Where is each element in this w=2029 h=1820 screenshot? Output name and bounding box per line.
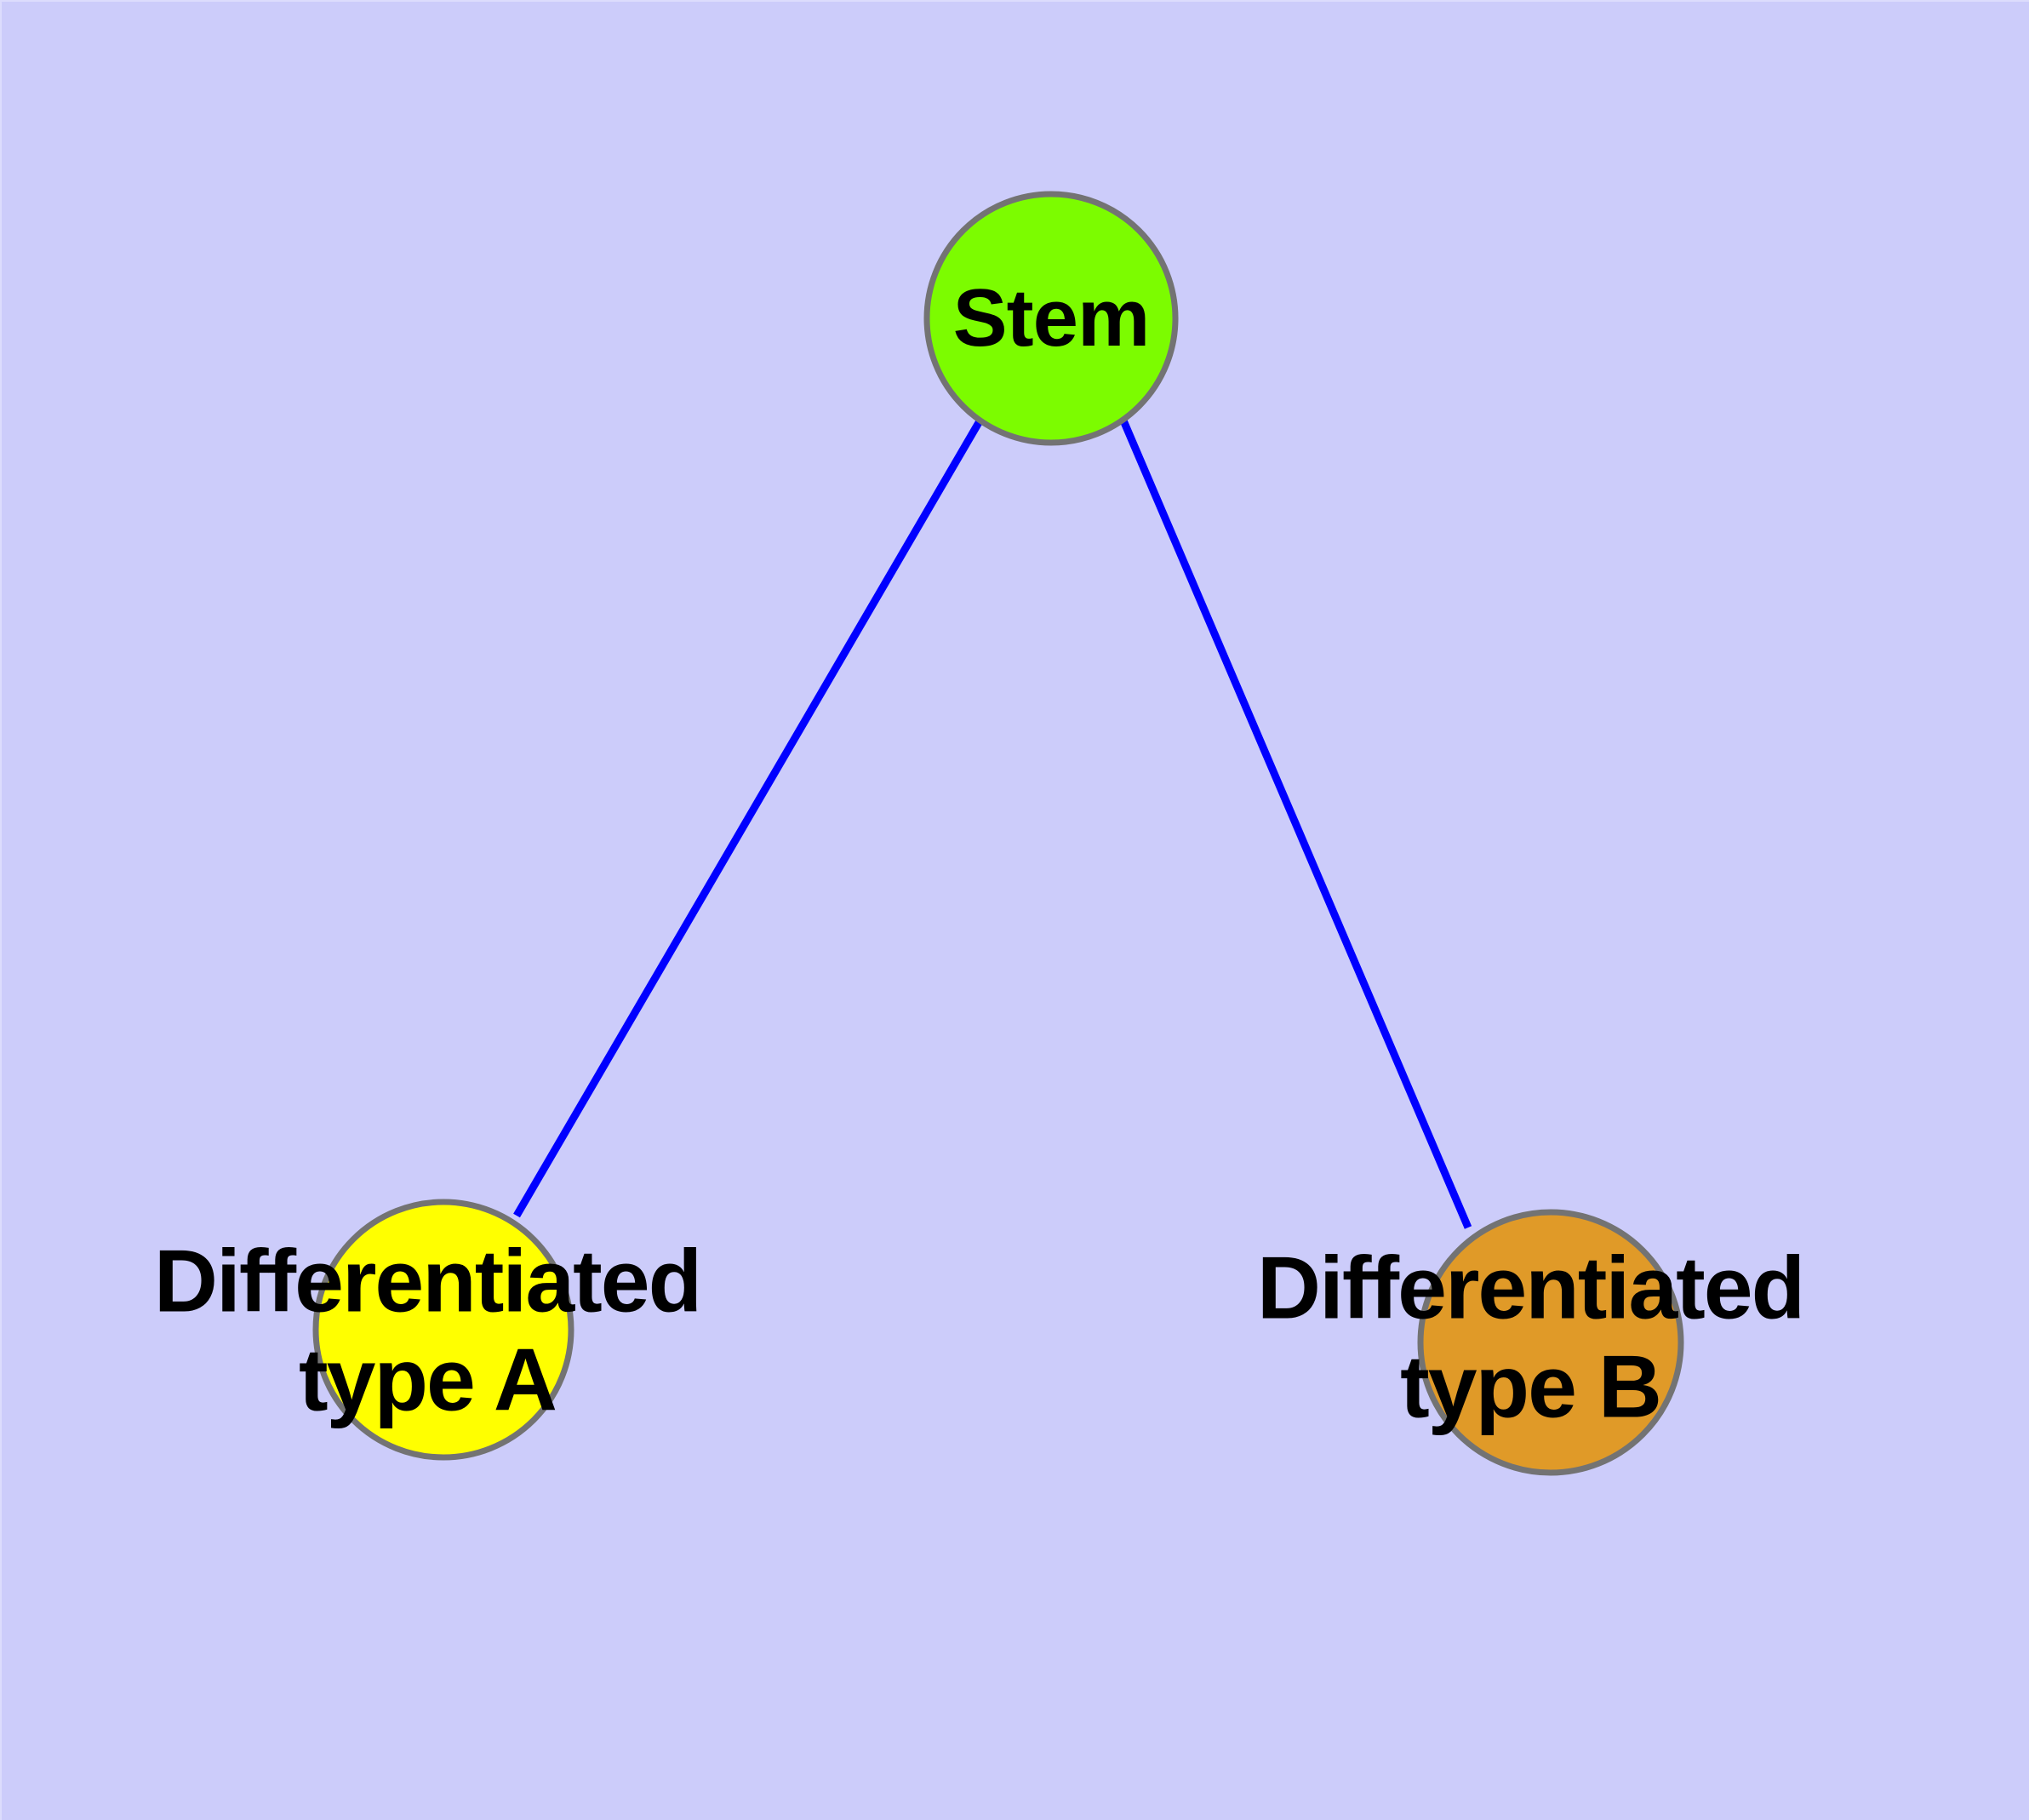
node-layer [312,191,1684,1476]
edge-stem-to-diff-a[interactable] [513,417,984,1218]
edge-layer [513,417,1472,1229]
node-diff-a[interactable] [312,1199,574,1461]
edge-stem-to-diff-b[interactable] [1119,419,1472,1229]
node-diff-b[interactable] [1417,1209,1684,1476]
node-stem[interactable] [923,191,1179,446]
